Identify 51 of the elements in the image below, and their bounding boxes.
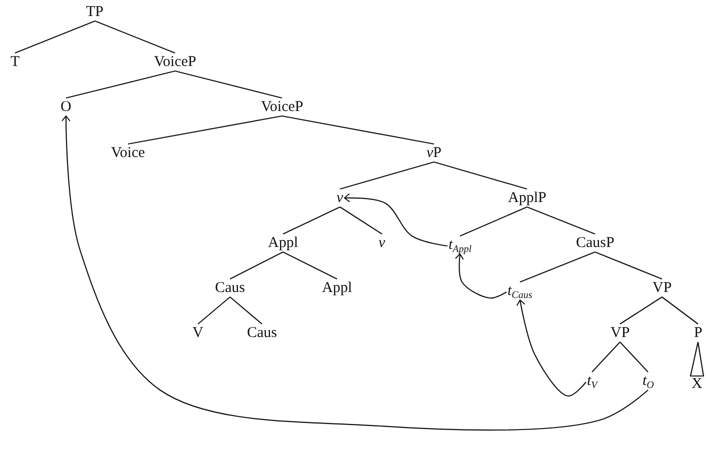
tree-label: t$_{O}$ bbox=[642, 373, 655, 389]
tree-label: Caus bbox=[214, 280, 246, 296]
tree-branch bbox=[460, 206, 528, 236]
tree-label: VP bbox=[652, 280, 673, 296]
tree-label: Appl bbox=[321, 280, 353, 296]
movement-arrow bbox=[454, 254, 507, 299]
tree-branch bbox=[66, 70, 176, 99]
tree-label: t$_{Caus}$ bbox=[506, 283, 534, 299]
tree-label: VoiceP bbox=[260, 99, 304, 115]
tree-label: V bbox=[192, 325, 204, 341]
tree-branch bbox=[594, 251, 662, 280]
tree-label: v bbox=[378, 235, 386, 251]
tree-branch bbox=[128, 115, 282, 145]
tree-label: P bbox=[693, 325, 704, 341]
tree-branch bbox=[230, 296, 262, 324]
movement-arrow bbox=[516, 300, 586, 397]
movement-arrow bbox=[344, 193, 448, 247]
tree-branch bbox=[230, 252, 284, 280]
tree-label: O bbox=[60, 99, 72, 115]
tree-label: T bbox=[10, 54, 21, 70]
tree-label: X bbox=[690, 376, 704, 392]
tree-label: ApplP bbox=[507, 190, 548, 206]
tree-branch bbox=[198, 296, 230, 324]
tree-label: Appl bbox=[267, 235, 299, 251]
tree-branch bbox=[94, 20, 176, 54]
tree-branch bbox=[526, 206, 596, 235]
tree-label: v bbox=[336, 190, 344, 206]
tree-branch bbox=[434, 161, 528, 190]
tree-branch bbox=[620, 296, 662, 324]
tree-label: t$_{Appl}$ bbox=[448, 237, 473, 253]
tree-label: CausP bbox=[575, 235, 616, 251]
tree-label: TP bbox=[85, 4, 105, 20]
tree-branch bbox=[340, 206, 382, 234]
tree-branch bbox=[690, 341, 704, 377]
tree-branch bbox=[662, 296, 698, 324]
tree-branch bbox=[340, 161, 434, 190]
tree-branch bbox=[592, 342, 620, 372]
tree-branch bbox=[520, 251, 596, 283]
tree-label: Caus bbox=[246, 325, 278, 341]
tree-branch bbox=[282, 206, 340, 234]
tree-label: vP bbox=[426, 145, 443, 161]
tree-label: VP bbox=[610, 325, 631, 341]
tree-branch bbox=[174, 70, 282, 99]
tree-branch bbox=[620, 342, 648, 372]
tree-branch bbox=[14, 20, 96, 54]
tree-branch bbox=[282, 252, 338, 280]
movement-arrow bbox=[62, 116, 648, 431]
tree-label: Voice bbox=[110, 145, 146, 161]
tree-branch bbox=[282, 115, 434, 145]
tree-label: VoiceP bbox=[153, 54, 198, 70]
tree-label: t$_{V}$ bbox=[586, 373, 598, 389]
